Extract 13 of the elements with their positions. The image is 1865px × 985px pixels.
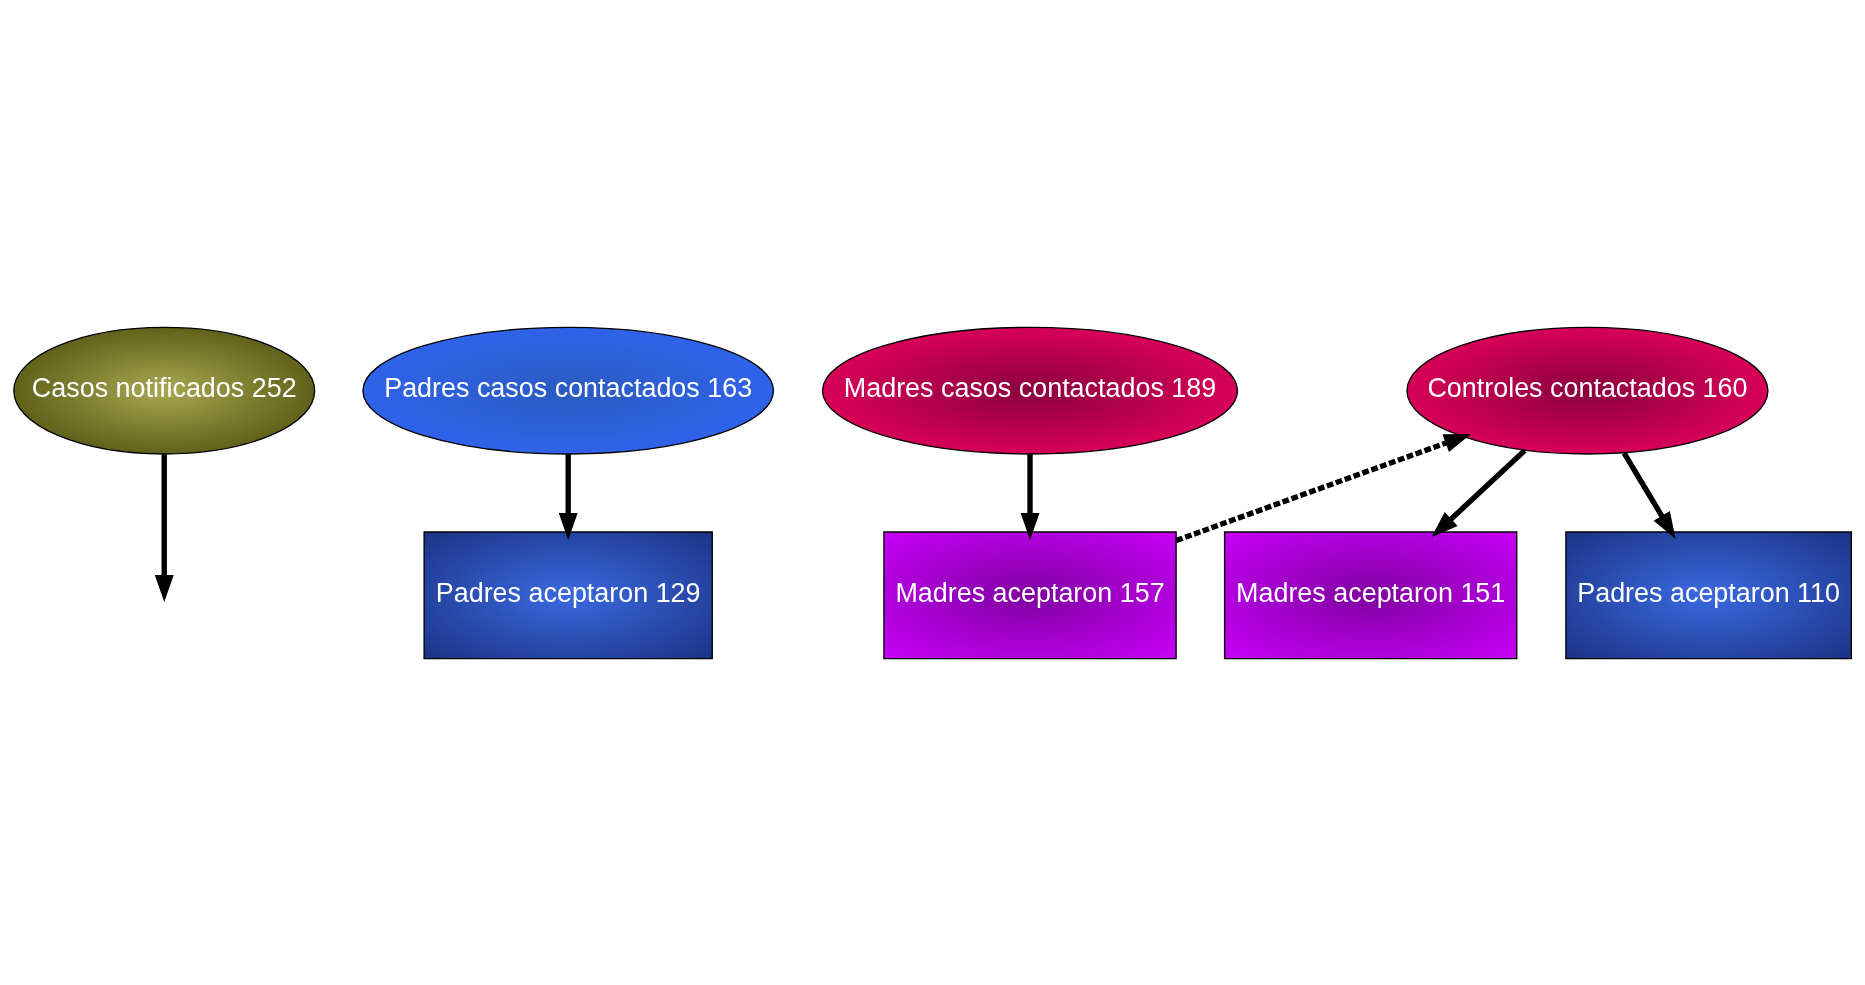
node-ellipse: Madres casos contactados 189: [821, 326, 1239, 455]
node-ellipse: Casos notificados 252: [13, 326, 316, 455]
node-box: Padres aceptaron 110: [1565, 530, 1853, 659]
node-box: Padres aceptaron 129: [423, 530, 713, 659]
node-box: Madres aceptaron 157: [883, 530, 1177, 659]
arrow: [1621, 451, 1676, 539]
node-box: Madres aceptaron 151: [1223, 530, 1518, 659]
arrow: [1431, 447, 1527, 537]
arrow: [1020, 453, 1040, 540]
node-ellipse: Padres casos contactados 163: [362, 326, 775, 455]
arrow: [558, 453, 578, 540]
arrow: [154, 453, 174, 602]
arrow: [1175, 433, 1472, 543]
